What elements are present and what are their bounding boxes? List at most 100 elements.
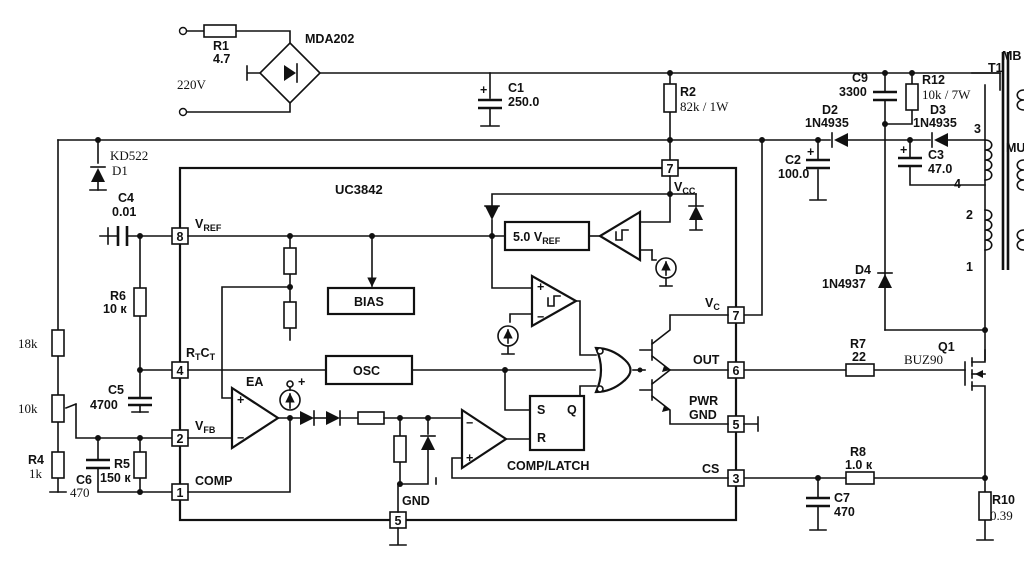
svg-text:+: + xyxy=(480,83,487,97)
svg-text:C6: C6 xyxy=(76,473,92,487)
svg-text:3: 3 xyxy=(974,122,981,136)
svg-text:1.0 к: 1.0 к xyxy=(845,458,873,472)
svg-text:S: S xyxy=(537,403,545,417)
svg-text:3300: 3300 xyxy=(839,85,867,99)
svg-text:R1: R1 xyxy=(213,39,229,53)
svg-text:1N4937: 1N4937 xyxy=(822,277,866,291)
svg-text:1k: 1k xyxy=(29,466,43,481)
svg-text:D4: D4 xyxy=(855,263,871,277)
svg-text:10k: 10k xyxy=(18,401,38,416)
svg-text:22: 22 xyxy=(852,350,866,364)
svg-text:R: R xyxy=(537,431,546,445)
svg-text:+: + xyxy=(537,280,544,294)
svg-text:5: 5 xyxy=(395,514,402,528)
svg-text:VCC: VCC xyxy=(674,180,696,196)
svg-text:1: 1 xyxy=(966,260,973,274)
svg-text:2: 2 xyxy=(966,208,973,222)
current-sense: R8 1.0 к C7 470 R10 0.39 xyxy=(744,445,1015,541)
svg-text:BUZ90: BUZ90 xyxy=(904,352,943,367)
resistor-R7: R7 22 xyxy=(744,337,966,377)
svg-text:R12: R12 xyxy=(922,73,945,87)
svg-text:1N4935: 1N4935 xyxy=(805,116,849,130)
svg-text:OUT: OUT xyxy=(693,353,720,367)
svg-text:D3: D3 xyxy=(930,103,946,117)
svg-text:+: + xyxy=(298,375,305,389)
svg-text:MDA202: MDA202 xyxy=(305,32,354,46)
svg-text:1: 1 xyxy=(177,486,184,500)
resistor-R2: R2 82k / 1W xyxy=(663,70,729,161)
svg-text:VREF: VREF xyxy=(195,217,222,233)
svg-text:+: + xyxy=(237,393,244,407)
svg-text:+: + xyxy=(466,451,473,465)
svg-text:1N4935: 1N4935 xyxy=(913,116,957,130)
diode-D1: KD522 D1 xyxy=(89,137,148,191)
svg-text:10 к: 10 к xyxy=(103,302,127,316)
aux-supply: D2 1N4935 D3 1N4935 + C2 100.0 + C3 47.0 xyxy=(57,103,986,201)
timing-R6-C5: R6 10 к C5 4700 xyxy=(90,235,181,413)
svg-text:4700: 4700 xyxy=(90,398,118,412)
svg-text:C3: C3 xyxy=(928,148,944,162)
svg-text:150 к: 150 к xyxy=(100,471,131,485)
svg-text:R8: R8 xyxy=(850,445,866,459)
svg-text:CS: CS xyxy=(702,462,719,476)
svg-text:−: − xyxy=(237,431,244,445)
svg-text:5: 5 xyxy=(733,418,740,432)
svg-text:C4: C4 xyxy=(118,191,134,205)
svg-text:COMP: COMP xyxy=(195,474,233,488)
svg-text:GND: GND xyxy=(402,494,430,508)
resistor-R1: R1 4.7 xyxy=(203,24,237,66)
mosfet-Q1: Q1 BUZ90 xyxy=(904,340,986,479)
svg-text:D1: D1 xyxy=(112,163,128,178)
feedback-C6-R5: R5 150 к C6 470 xyxy=(70,435,181,500)
svg-text:BIAS: BIAS xyxy=(354,295,384,309)
svg-text:C9: C9 xyxy=(852,71,868,85)
svg-text:4: 4 xyxy=(954,177,961,191)
svg-text:RTCT: RTCT xyxy=(186,346,216,362)
svg-text:R4: R4 xyxy=(28,453,44,467)
svg-text:18k: 18k xyxy=(18,336,38,351)
svg-text:MB: MB xyxy=(1002,49,1021,63)
svg-text:7: 7 xyxy=(667,162,674,176)
mains-input: 220V xyxy=(177,26,291,117)
svg-text:2: 2 xyxy=(177,432,184,446)
mains-voltage-label: 220V xyxy=(177,77,207,92)
svg-text:−: − xyxy=(537,310,544,324)
svg-text:R5: R5 xyxy=(114,457,130,471)
svg-text:10k / 7W: 10k / 7W xyxy=(922,87,971,102)
svg-text:OSC: OSC xyxy=(353,364,380,378)
svg-text:R10: R10 xyxy=(992,493,1015,507)
svg-text:GND: GND xyxy=(689,408,717,422)
svg-text:+: + xyxy=(900,143,907,157)
svg-text:VFB: VFB xyxy=(195,419,216,435)
svg-text:C1: C1 xyxy=(508,81,524,95)
svg-text:R6: R6 xyxy=(110,289,126,303)
svg-text:0.39: 0.39 xyxy=(990,508,1013,523)
svg-text:7: 7 xyxy=(733,309,740,323)
svg-text:470: 470 xyxy=(834,505,855,519)
svg-text:0.01: 0.01 xyxy=(112,205,136,219)
svg-text:T1: T1 xyxy=(988,61,1003,75)
ic-UC3842: UC3842 8 4 2 1 5 3 6 7 7 5 VREF RTCT VFB… xyxy=(171,159,759,546)
svg-text:R2: R2 xyxy=(680,85,696,99)
snubber-C9-R12: C9 3300 R12 10k / 7W xyxy=(839,70,971,331)
svg-text:82k / 1W: 82k / 1W xyxy=(680,99,729,114)
svg-text:C7: C7 xyxy=(834,491,850,505)
svg-text:6: 6 xyxy=(733,364,740,378)
svg-text:47.0: 47.0 xyxy=(928,162,952,176)
svg-text:D2: D2 xyxy=(822,103,838,117)
svg-text:4: 4 xyxy=(177,364,184,378)
capacitor-C1: + C1 250.0 xyxy=(478,72,539,127)
svg-text:5.0 VREF: 5.0 VREF xyxy=(513,230,561,246)
svg-text:3: 3 xyxy=(733,472,740,486)
left-network: 18k 10k R4 1k xyxy=(18,139,99,493)
svg-text:Q1: Q1 xyxy=(938,340,955,354)
svg-text:PWR: PWR xyxy=(689,394,718,408)
svg-text:Q: Q xyxy=(567,403,577,417)
ic-title: UC3842 xyxy=(335,182,383,197)
svg-text:+: + xyxy=(807,145,814,159)
transformer-T1: T1 MB MU 3 4 2 1 xyxy=(954,49,1024,331)
svg-text:EA: EA xyxy=(246,375,263,389)
svg-text:KD522: KD522 xyxy=(110,148,148,163)
svg-text:MU: MU xyxy=(1006,141,1024,155)
